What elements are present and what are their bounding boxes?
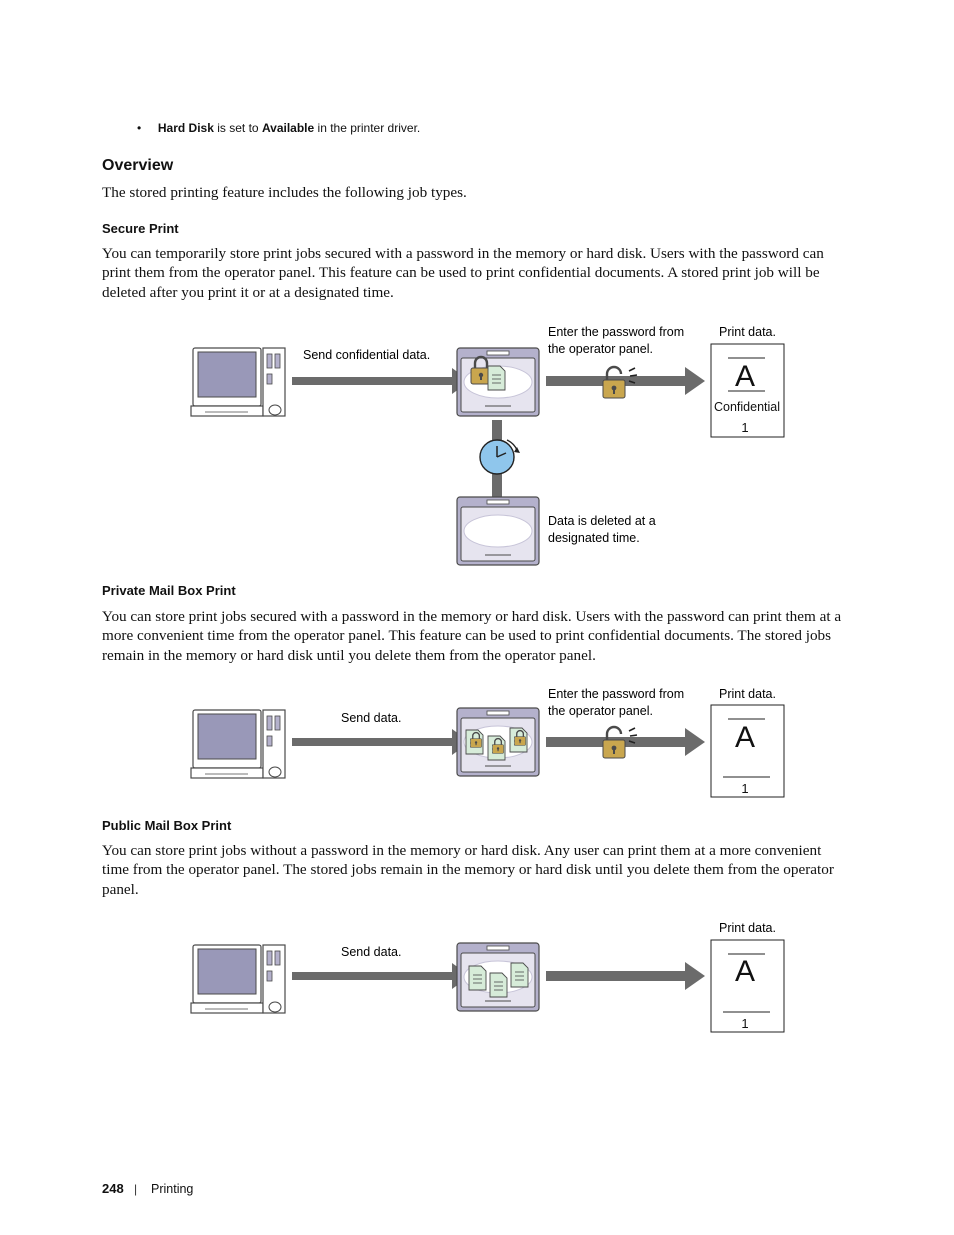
secure-print-diagram: Send confidential data. Enter the passwo…	[190, 325, 785, 566]
print-label: Print data.	[719, 325, 776, 339]
document-icon	[510, 962, 529, 988]
page-number: 1	[741, 1016, 748, 1031]
private-mailbox-diagram: Send data. Enter the password from the o…	[190, 687, 785, 798]
private-mailbox-body: You can store print jobs secured with a …	[102, 608, 842, 664]
print-label: Print data.	[719, 687, 776, 701]
send-arrow	[292, 368, 470, 394]
document-icon	[487, 365, 506, 391]
password-label-line2: the operator panel.	[548, 704, 653, 718]
document-icon	[468, 965, 487, 991]
clock-icon	[479, 439, 520, 475]
footer-section: Printing	[151, 1182, 194, 1196]
page-number: 1	[741, 781, 748, 796]
secure-print-heading: Secure Print	[102, 221, 179, 236]
overview-heading: Overview	[102, 157, 174, 174]
public-mailbox-heading: Public Mail Box Print	[102, 818, 232, 833]
unlock-icon	[601, 365, 639, 400]
secure-print-body: You can temporarily store print jobs sec…	[102, 245, 824, 301]
deleted-label-line2: designated time.	[548, 531, 640, 545]
printed-page	[710, 939, 785, 1033]
password-label-line2: the operator panel.	[548, 342, 653, 356]
print-label: Print data.	[719, 921, 776, 935]
page-letter: A	[735, 721, 755, 754]
bullet-symbol: •	[137, 121, 142, 135]
overview-intro: The stored printing feature includes the…	[102, 184, 467, 201]
page-letter: A	[735, 955, 755, 988]
computer-icon	[190, 709, 286, 779]
page-number: 1	[741, 420, 748, 435]
password-label-line1: Enter the password from	[548, 325, 684, 339]
send-arrow	[292, 963, 470, 989]
bullet-text-b: in the printer driver.	[314, 121, 421, 135]
footer-page-number: 248	[102, 1181, 124, 1196]
unlock-icon	[601, 725, 639, 760]
public-mailbox-body: You can store print jobs without a passw…	[102, 842, 834, 898]
requirement-bullet: • Hard Disk is set to Available in the p…	[137, 121, 420, 135]
hard-disk-term: Hard Disk	[157, 121, 214, 135]
send-arrow	[292, 729, 470, 755]
bullet-text-a: is set to	[213, 121, 262, 135]
send-label: Send confidential data.	[303, 348, 430, 362]
password-label-line1: Enter the password from	[548, 687, 684, 701]
send-label: Send data.	[341, 711, 401, 725]
document-icon	[489, 972, 508, 998]
deleted-label-line1: Data is deleted at a	[548, 514, 656, 528]
footer-separator: |	[134, 1182, 138, 1196]
printer-deleted-icon	[456, 496, 540, 566]
print-arrow	[546, 962, 705, 990]
printed-page	[710, 704, 785, 798]
computer-icon	[190, 944, 286, 1014]
private-mailbox-heading: Private Mail Box Print	[102, 583, 236, 598]
page-caption: Confidential	[714, 400, 780, 414]
send-label: Send data.	[341, 945, 401, 959]
public-mailbox-diagram: Send data. Print data. A 1	[190, 921, 785, 1033]
print-arrow	[546, 367, 705, 395]
page-letter: A	[735, 360, 755, 393]
available-term: Available	[261, 121, 315, 135]
computer-icon	[190, 347, 286, 417]
